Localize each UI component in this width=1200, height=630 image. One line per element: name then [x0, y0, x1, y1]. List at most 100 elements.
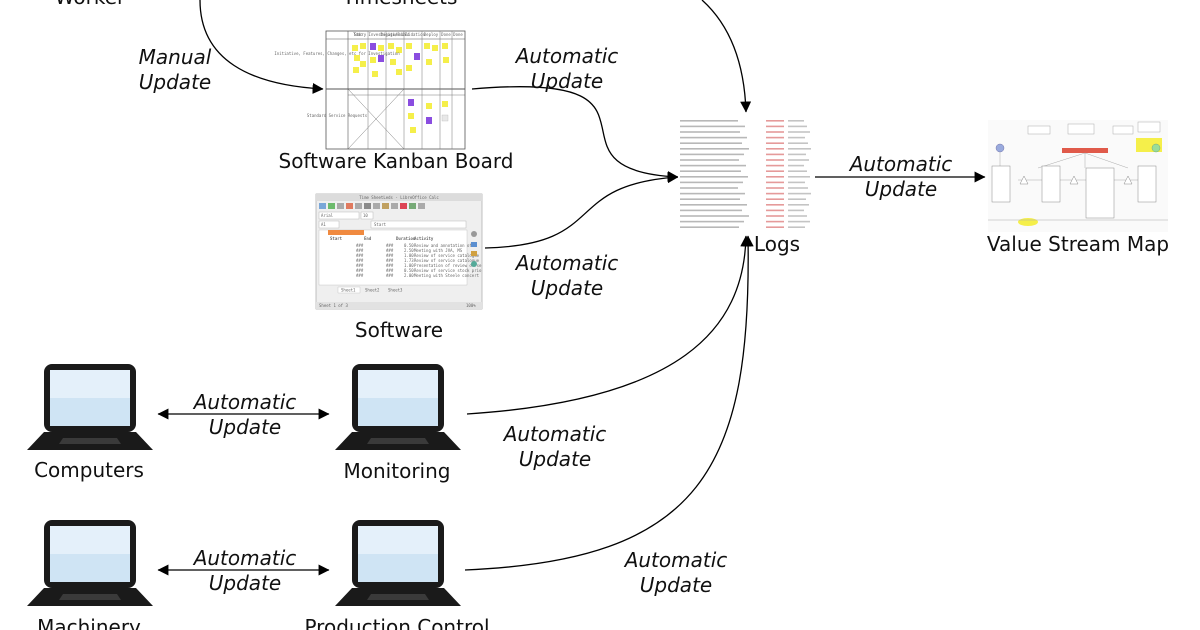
cell: 0.50 [404, 268, 414, 273]
cell: ### [356, 258, 364, 263]
log-line [680, 187, 738, 189]
edge-label-line2: Update [531, 276, 603, 300]
sheet-rows: ### ### 0.50 Review and annotation of A … [356, 243, 482, 278]
cell: ### [356, 273, 364, 278]
node-label-machinery: Machinery [37, 615, 141, 630]
log-line [680, 136, 747, 139]
log-line-highlight [766, 131, 784, 133]
node-label-vsm: Value Stream Map [987, 232, 1169, 256]
cell: ### [386, 263, 394, 268]
log-line [680, 153, 744, 156]
status-sheet: Sheet 1 of 3 [319, 303, 348, 308]
cell: Review and annotation of A [414, 243, 477, 248]
cell: ### [356, 243, 364, 248]
edge-monitoring-to-logs [466, 235, 752, 415]
label-automatic-update-vsm: Automatic Update [848, 152, 953, 201]
log-line [680, 181, 743, 184]
log-line-tail [788, 170, 807, 172]
cell: ### [386, 273, 394, 278]
log-line-tail [788, 148, 811, 150]
cell: 0.50 [404, 243, 414, 248]
status-zoom: 100% [466, 303, 476, 308]
log-line [680, 120, 738, 122]
log-line-highlight [766, 170, 784, 172]
table-row: ### ### 1.00 Review of service catalogue [356, 253, 480, 258]
kanban-col-4: Deploy [424, 32, 439, 37]
log-line [680, 142, 742, 144]
log-line-highlight [766, 159, 784, 161]
log-line-highlight [766, 220, 784, 223]
kanban-row-label-1: Standard Service Requests [307, 113, 368, 118]
log-line [680, 176, 748, 178]
edge-kanban-to-logs [471, 85, 679, 182]
cell: ### [386, 248, 394, 253]
col-header: Start [330, 236, 343, 241]
kanban-col-5: Done [441, 32, 451, 37]
cell-reference: A1 [321, 222, 326, 227]
kanban-col-3: Validation [401, 32, 426, 37]
kanban-board-image: Todo Story Investigation Design/Build Va… [274, 30, 466, 150]
edge-label-line1: Automatic [848, 152, 953, 176]
log-line-highlight [766, 204, 784, 206]
table-row: ### ### 0.50 Review and annotation of A [356, 243, 477, 248]
spreadsheet-image: Time SheetLeds - LibreOffice Calc Arial … [315, 193, 483, 310]
node-label-monitoring: Monitoring [344, 459, 451, 483]
log-line-highlight [766, 142, 784, 144]
label-automatic-update-kanban: Automatic Update [514, 44, 619, 93]
cell: 1.00 [404, 263, 414, 268]
edge-label-line1: Automatic [514, 44, 619, 68]
log-line-tail [788, 142, 808, 144]
edge-label-line1: Automatic [192, 390, 297, 414]
log-line-highlight [766, 187, 784, 189]
log-line [680, 164, 746, 167]
table-row: ### ### 1.73 Review of service catalogue [356, 258, 480, 263]
label-automatic-update-computers: Automatic Update [192, 390, 297, 439]
label-automatic-update-monitoring: Automatic Update [502, 422, 607, 471]
edge-label-line1: Automatic [514, 251, 619, 275]
laptop-icon [335, 520, 461, 606]
kanban-col-1: Story Investigation [354, 32, 400, 37]
kanban-sticky-notes [352, 43, 449, 133]
node-label-worker: Worker [55, 0, 126, 9]
log-line-tail [788, 209, 804, 212]
laptop-icon [27, 520, 153, 606]
edge-labels: Manual Update Automatic Update Automatic… [139, 44, 953, 597]
log-line-tail [788, 181, 805, 184]
log-line [680, 170, 741, 172]
cell: Review of service stock prio [414, 268, 482, 273]
log-line-tail [788, 136, 805, 139]
log-line [680, 204, 747, 206]
log-line [680, 159, 739, 161]
table-row: ### ### 2.00 Meeting with Steele concert [356, 273, 480, 278]
spreadsheet-title: Time SheetLeds - LibreOffice Calc [359, 195, 439, 200]
node-label-production-control: Production Control [304, 615, 489, 630]
edge-label-line1: Manual [139, 45, 212, 69]
edge-label-line2: Update [640, 573, 712, 597]
laptop-icon [335, 364, 461, 450]
cell: 1.00 [404, 253, 414, 258]
log-line-highlight [766, 181, 784, 184]
log-line [680, 192, 745, 195]
node-label-logs: Logs [754, 232, 800, 256]
edge-production-control-to-logs [464, 235, 754, 571]
sidebar-icons [471, 231, 477, 267]
spreadsheet-toolbar [319, 203, 425, 209]
cell: ### [356, 248, 364, 253]
edge-label-line1: Automatic [623, 548, 728, 572]
table-row: ### ### 2.50 Meeting with JVA, MS [356, 248, 463, 253]
formula-bar: Start [374, 222, 387, 227]
sheet-header-row: Start End Duration Activity [330, 236, 434, 241]
cell: Review of service catalogue [414, 253, 480, 258]
edge-label-line2: Update [865, 177, 937, 201]
edge-label-line2: Update [519, 447, 591, 471]
kanban-row-label-0: Initiative, Features, Changes, etc for I… [274, 51, 400, 56]
node-label-computers: Computers [34, 458, 144, 482]
edge-label-line2: Update [139, 70, 211, 94]
label-manual-update: Manual Update [139, 45, 212, 94]
edge-label-line1: Automatic [192, 546, 297, 570]
logs-image [678, 118, 813, 233]
log-line-tail [788, 192, 811, 195]
cell: Presentation of review of se [414, 263, 482, 268]
log-line-tail [788, 176, 810, 178]
